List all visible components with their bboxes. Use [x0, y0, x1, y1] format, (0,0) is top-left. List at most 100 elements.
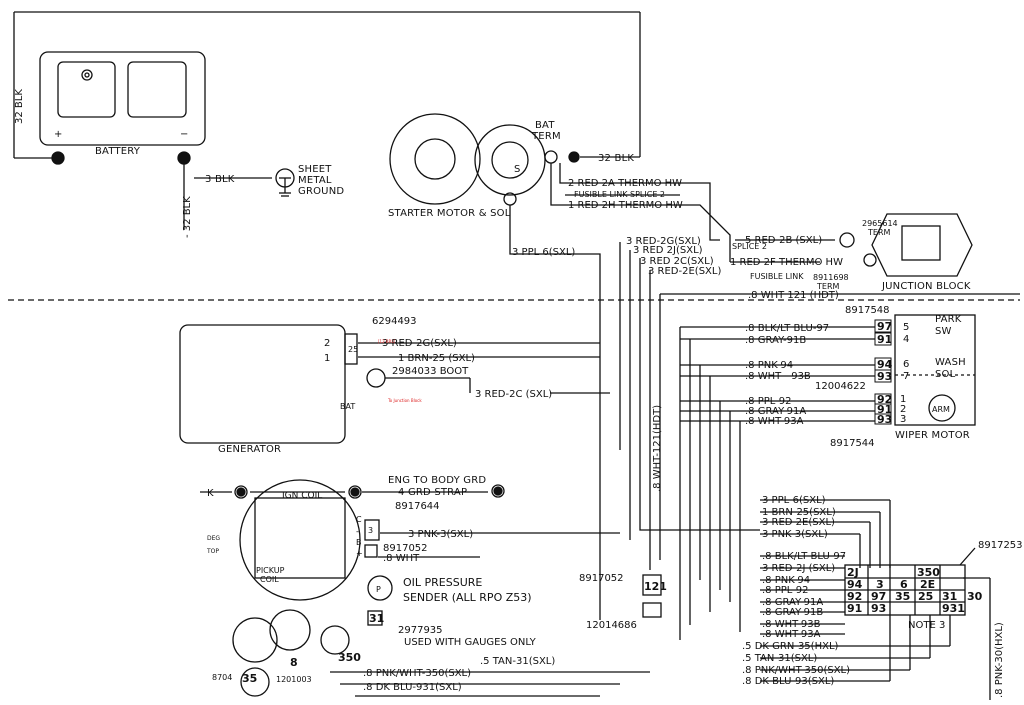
wiper-pin-2: 2 [900, 404, 906, 415]
part-12004622: 12004622 [815, 381, 866, 392]
part-8917052a: 8917052 [383, 543, 428, 554]
wire-brn25-b: 1 BRN-25(SXL) [762, 507, 836, 518]
coil-conn-3: 3 [368, 526, 373, 535]
ign-coil-label: IGN COIL [282, 491, 322, 501]
wiper-pin-7: 7 [903, 371, 909, 382]
wiper-term-93: 93 [877, 370, 892, 383]
wire-blk97-w: .8 BLK/LT BLU-97 [745, 323, 829, 334]
wire-wht121-vert: .8 WHT-121(HDT) [652, 405, 663, 492]
rb-931: 931 [942, 602, 965, 615]
wiper-pin-1: 1 [900, 394, 906, 405]
wire-red2e-top: 3 RED-2E(SXL) [648, 266, 721, 277]
part-1201003: 1201003 [276, 675, 312, 684]
part-8917544: 8917544 [830, 438, 875, 449]
pickup-coil-line2: COIL [260, 575, 279, 584]
wire-red2e-b: 3 RED 2E(SXL) [762, 517, 835, 528]
part-2984033: 2984033 BOOT [392, 366, 469, 377]
arm-label: ARM [932, 405, 950, 414]
oil-pressure-line2: SENDER (ALL RPO Z53) [403, 591, 532, 604]
part-8911698-term: TERM [816, 282, 840, 291]
part-2965614-term: TERM [867, 228, 891, 237]
wiper-term-94: 94 [877, 358, 893, 371]
oil-pressure-line1: OIL PRESSURE [403, 576, 482, 589]
wiper-pin-5: 5 [903, 322, 909, 333]
k-label: K [207, 488, 214, 499]
wire-pnk94-b: .8 PNK-94 [762, 575, 810, 586]
part-8917052b: 8917052 [579, 573, 624, 584]
wiper-term-91b: 91 [877, 403, 892, 416]
battery-label: BATTERY [95, 146, 141, 157]
coil-conn-plus: + [356, 549, 363, 558]
wire-red2c-top: 3 RED 2C(SXL) [640, 256, 714, 267]
rb-91: 91 [847, 602, 862, 615]
part-8704: 8704 [212, 673, 232, 682]
wire-brn25-gen: 1 BRN-25 (SXL) [398, 353, 475, 364]
sheet-metal-line3: GROUND [298, 186, 344, 197]
pickup-coil-line1: PICKUP [256, 566, 285, 575]
wiper-term-93b: 93 [877, 413, 892, 426]
note3-label: NOTE 3 [908, 620, 945, 631]
part-8917644: 8917644 [395, 501, 440, 512]
bat-term-line1: BAT [535, 120, 555, 131]
wire-ppl6-top: 3 PPL 6(SXL) [512, 247, 575, 258]
wire-ppl92-w: .8 PPL-92 [745, 396, 792, 407]
wire-red2c-gen: 3 RED-2C (SXL) [475, 389, 552, 400]
wire-32blk-top: 32 BLK [598, 153, 634, 164]
gen-bat-label: BAT [340, 402, 355, 411]
coil-conn-c: C [356, 515, 362, 524]
red-annotation-1: [12 BRL] [378, 339, 396, 344]
wiper-term-91: 91 [877, 333, 892, 346]
rb-92: 92 [847, 590, 862, 603]
red-annotation-2: To Junction Block [387, 398, 422, 403]
generator-label: GENERATOR [218, 444, 281, 455]
eng-body-line2: 4 GRD STRAP [398, 487, 467, 498]
gen-terminal-25: 25 [348, 345, 358, 354]
wire-pnk3-b: 3 PNK 3(SXL) [762, 529, 828, 540]
rb-3: 3 [876, 578, 884, 591]
part-8917253: 8917253 [978, 540, 1023, 551]
part-12014686: 12014686 [586, 620, 637, 631]
wire-32blk-vert: - 32 BLK [182, 196, 193, 238]
park-sw-line1: PARK [935, 314, 962, 325]
part-6294493: 6294493 [372, 316, 417, 327]
wire-wht93b-b: .8 WHT-93B [762, 619, 821, 630]
coil-conn-minus: - [356, 527, 359, 536]
wiper-pin-6: 6 [903, 359, 909, 370]
rb-35: 35 [895, 590, 910, 603]
right-connector-block: 2J 350 94 3 6 2E 92 97 35 25 31 30 91 93… [847, 566, 983, 615]
rb-97: 97 [871, 590, 886, 603]
wiper-motor-label: WIPER MOTOR [895, 430, 970, 441]
wire-red2f: 1 RED 2F THERMO HW [730, 257, 843, 268]
part-2977935: 2977935 [398, 625, 443, 636]
part-2965614: 2965614 [862, 219, 898, 228]
conn-121: 121 [644, 580, 667, 593]
rb-2j: 2J [847, 566, 859, 579]
small-term-350: 350 [338, 651, 361, 664]
wash-sol-line1: WASH [935, 357, 966, 368]
wire-gray91b-b: .8 GRAY-91B [762, 607, 823, 618]
wire-gray91a-w: .8 GRAY-91A [745, 406, 806, 417]
wire-red2j-top: 3 RED 2J(SXL) [633, 245, 703, 256]
terminal-s: S [514, 164, 520, 175]
wash-sol-line2: SOL [935, 369, 956, 380]
junction-block-label: JUNCTION BLOCK [881, 281, 971, 292]
wiper-pin-3: 3 [900, 414, 906, 425]
wire-dkgrn35: .5 DK GRN-35(HXL) [742, 641, 839, 652]
wire-pnk3-coil: 3 PNK-3(SXL) [408, 529, 473, 540]
oil-terminal-p: P [376, 585, 381, 594]
wire-wht93b-w: .8 WHT - 93B [745, 371, 811, 382]
wire-red2g-top: 3 RED-2G(SXL) [626, 236, 701, 247]
wire-pnk30: .8 PNK-30(HXL) [994, 622, 1005, 698]
gauges-only: USED WITH GAUGES ONLY [404, 637, 537, 648]
wiper-pin-4: 4 [903, 334, 909, 345]
wiper-terminals: 97 91 94 93 92 91 93 [874, 319, 893, 426]
wire-red2b: 5 RED-2B (SXL) [745, 235, 822, 246]
det-top-line2: TOP [206, 548, 219, 555]
small-term-8: 8 [290, 656, 298, 669]
wire-32blk-left: 32 BLK [14, 89, 25, 124]
gen-terminal-1: 1 [324, 353, 330, 364]
part-8911698: 8911698 [813, 273, 849, 282]
bat-term-line2: TERM [531, 131, 561, 142]
wire-red2j-b: 3 RED-2J (SXL) [762, 563, 835, 574]
